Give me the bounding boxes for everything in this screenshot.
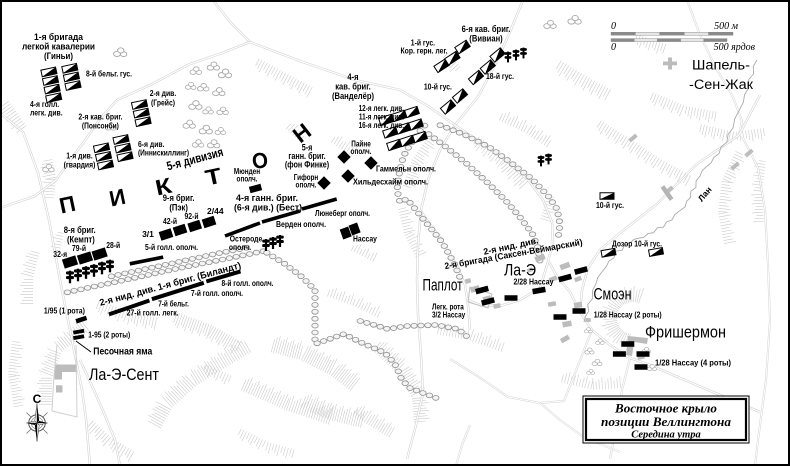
svg-text:1/28 Нассау (2 роты): 1/28 Нассау (2 роты) — [594, 311, 662, 320]
svg-text:8-й голл. ополч.: 8-й голл. ополч. — [222, 279, 274, 288]
svg-text:Гифорн: Гифорн — [294, 173, 319, 182]
svg-text:С: С — [33, 392, 42, 406]
svg-text:Восточное крыло: Восточное крыло — [614, 401, 717, 416]
svg-text:Нассау: Нассау — [353, 234, 377, 244]
svg-text:О: О — [250, 147, 269, 174]
svg-text:ополч.: ополч. — [296, 181, 317, 190]
svg-text:Легк. рота: Легк. рота — [432, 303, 464, 312]
svg-text:Дозор 10-й гус.: Дозор 10-й гус. — [612, 240, 662, 249]
svg-text:1-95 (2 роты): 1-95 (2 роты) — [88, 331, 130, 340]
svg-text:Люнеберг ополч.: Люнеберг ополч. — [315, 208, 370, 218]
svg-text:0: 0 — [611, 42, 616, 53]
svg-text:1-я див.: 1-я див. — [66, 151, 93, 161]
svg-text:(6-я див.) (Бест): (6-я див.) (Бест) — [234, 203, 302, 214]
svg-text:ополч.: ополч. — [237, 175, 258, 184]
svg-text:легк. див.: легк. див. — [30, 108, 63, 118]
svg-text:10-й гус.: 10-й гус. — [424, 82, 452, 92]
svg-text:8-я бриг.: 8-я бриг. — [64, 225, 96, 236]
svg-text:-Сен-Жак: -Сен-Жак — [689, 77, 753, 92]
svg-text:Ла-Э-Сент: Ла-Э-Сент — [89, 366, 159, 384]
svg-text:Хильдесхайм ополч.: Хильдесхайм ополч. — [353, 178, 428, 187]
svg-text:(Кемпт): (Кемпт) — [67, 235, 95, 246]
svg-text:(Иннискиллинг): (Иннискиллинг) — [138, 148, 189, 158]
svg-text:0: 0 — [611, 21, 616, 32]
svg-text:Мюнден: Мюнден — [234, 167, 260, 176]
svg-text:5-й голл. ополч.: 5-й голл. ополч. — [145, 242, 198, 252]
svg-text:(гвардия): (гвардия) — [64, 160, 96, 170]
svg-text:4-я: 4-я — [347, 72, 358, 83]
svg-text:ганн. бриг.: ганн. бриг. — [288, 151, 325, 161]
svg-text:(Вивиан): (Вивиан) — [469, 34, 502, 45]
svg-text:Пайне: Пайне — [351, 140, 371, 149]
svg-text:4-я голл.: 4-я голл. — [30, 99, 59, 109]
svg-text:Песочная яма: Песочная яма — [93, 346, 152, 358]
svg-text:9-я бриг.: 9-я бриг. — [163, 193, 195, 204]
svg-text:(Грейс): (Грейс) — [151, 98, 175, 108]
svg-text:Шапель-: Шапель- — [692, 58, 750, 73]
svg-text:(Гиньи): (Гиньи) — [44, 51, 73, 62]
svg-text:Кор. герн. лег.: Кор. герн. лег. — [401, 46, 448, 56]
svg-text:2-я див.: 2-я див. — [150, 88, 177, 98]
svg-text:(Понсонби): (Понсонби) — [82, 121, 119, 131]
svg-text:500 м: 500 м — [714, 21, 739, 32]
svg-text:легкой кавалерии: легкой кавалерии — [22, 42, 95, 53]
svg-text:79-й: 79-й — [72, 243, 86, 253]
svg-text:92-й: 92-й — [185, 211, 199, 221]
svg-text:7-й бельг.: 7-й бельг. — [158, 300, 189, 309]
svg-text:6-я кав. бриг.: 6-я кав. бриг. — [462, 24, 511, 35]
svg-text:Паплот: Паплот — [423, 276, 463, 295]
svg-text:(Ванделёр): (Ванделёр) — [332, 91, 374, 102]
svg-text:4-я ганн. бриг.: 4-я ганн. бриг. — [236, 193, 298, 204]
svg-text:5-я: 5-я — [302, 143, 313, 153]
svg-text:27-й голл. легк.: 27-й голл. легк. — [127, 309, 179, 318]
svg-text:2/28 Нассау: 2/28 Нассау — [514, 278, 554, 287]
svg-text:3/1: 3/1 — [142, 229, 154, 239]
svg-text:Смоэн: Смоэн — [594, 285, 632, 304]
svg-text:Гаммельн ополч.: Гаммельн ополч. — [376, 165, 436, 174]
svg-text:500 ярдов: 500 ярдов — [714, 42, 756, 53]
svg-text:П: П — [57, 191, 78, 219]
svg-text:18-й гус.: 18-й гус. — [486, 71, 514, 81]
svg-text:12-я легк. див.: 12-я легк. див. — [359, 104, 404, 113]
svg-text:ополч.: ополч. — [351, 147, 372, 156]
svg-text:2/44: 2/44 — [207, 206, 224, 216]
svg-text:10-й гус.: 10-й гус. — [596, 200, 624, 210]
svg-text:32-я: 32-я — [53, 249, 67, 259]
svg-text:28-й: 28-й — [106, 240, 120, 250]
svg-text:Т: Т — [203, 163, 224, 191]
svg-text:42-й: 42-й — [163, 216, 177, 226]
svg-text:(фон Финке): (фон Финке) — [285, 160, 329, 170]
svg-text:1/95 (1 рота): 1/95 (1 рота) — [44, 307, 85, 316]
svg-text:ополч.: ополч. — [229, 242, 251, 252]
svg-text:3/2 Нассау: 3/2 Нассау — [432, 311, 466, 320]
svg-text:1-я бригада: 1-я бригада — [34, 32, 84, 43]
svg-text:К: К — [153, 173, 175, 201]
svg-text:Фришермон: Фришермон — [645, 323, 726, 342]
svg-text:1-й гус.: 1-й гус. — [411, 38, 435, 48]
svg-text:8-й бельг. гус.: 8-й бельг. гус. — [86, 69, 132, 79]
svg-text:Ла-Э: Ла-Э — [504, 261, 536, 280]
svg-text:Середина утра: Середина утра — [631, 430, 700, 441]
svg-text:11-я легк. див.: 11-я легк. див. — [359, 113, 404, 122]
svg-text:(Пэк): (Пэк) — [169, 203, 188, 214]
svg-text:7-й голл. ополч.: 7-й голл. ополч. — [191, 289, 243, 298]
svg-text:16-я легк. див.: 16-я легк. див. — [359, 121, 404, 130]
svg-text:Остероде: Остероде — [230, 234, 263, 244]
svg-text:кав. бриг.: кав. бриг. — [335, 82, 371, 93]
svg-text:6-я див.: 6-я див. — [138, 139, 165, 149]
svg-text:И: И — [107, 184, 128, 212]
svg-text:позиции Веллингтона: позиции Веллингтона — [601, 414, 732, 429]
svg-text:1/28 Нассау (4 роты): 1/28 Нассау (4 роты) — [655, 359, 731, 368]
svg-text:2-я кав. бриг.: 2-я кав. бриг. — [78, 112, 122, 122]
svg-text:Верден ополч.: Верден ополч. — [276, 219, 326, 229]
